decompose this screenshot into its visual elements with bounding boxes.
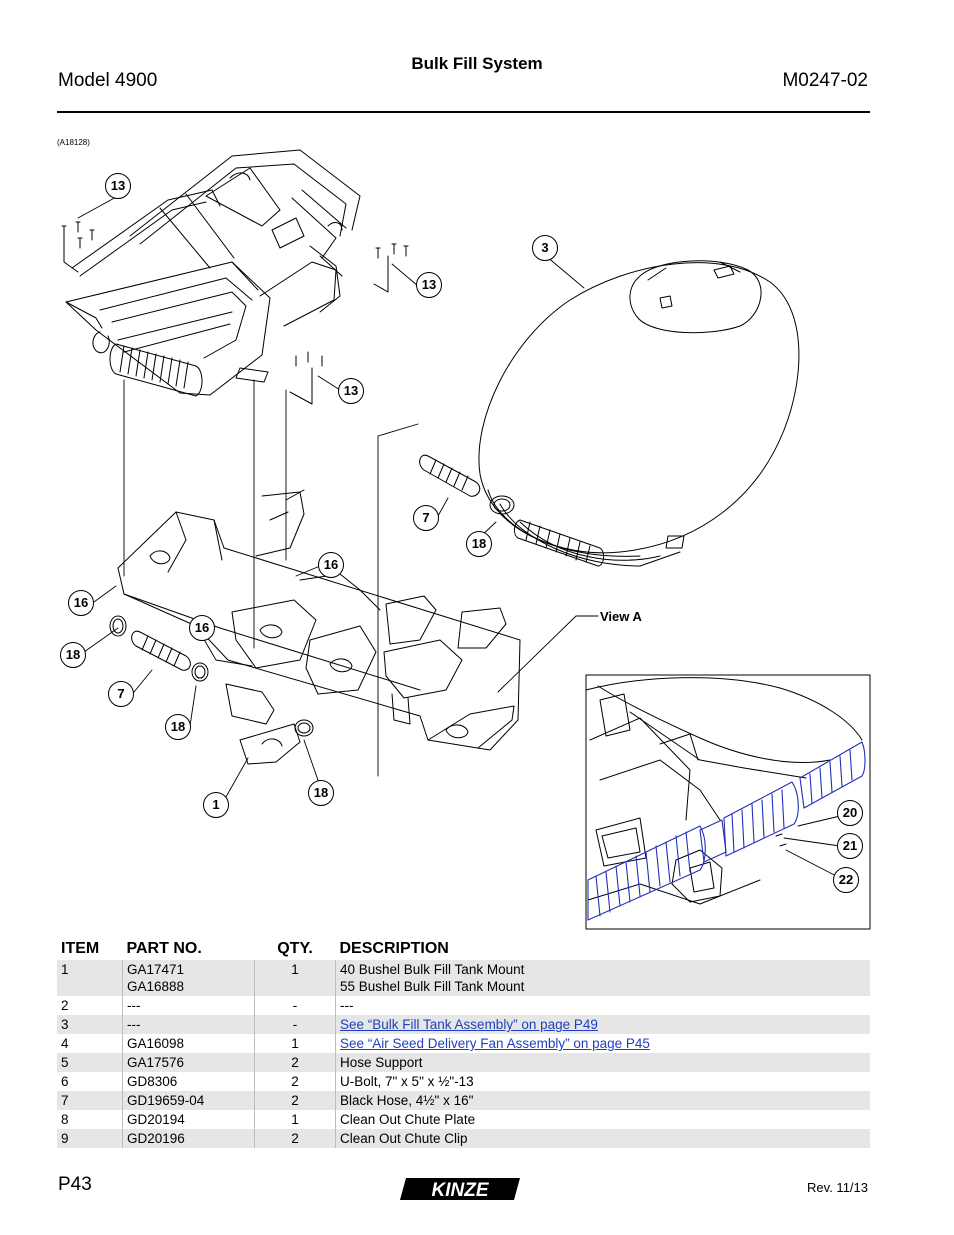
page-title: Bulk Fill System xyxy=(411,54,543,73)
cell-part: GD8306 xyxy=(122,1072,255,1091)
cell-description: See “Bulk Fill Tank Assembly” on page P4… xyxy=(335,1015,870,1034)
model-label: Model 4900 xyxy=(58,70,158,91)
cell-item: 4 xyxy=(61,1036,69,1051)
callout-13-b: 13 xyxy=(416,272,442,298)
callout-3: 3 xyxy=(532,235,558,261)
callout-16-a: 16 xyxy=(318,552,344,578)
leader-lines xyxy=(77,195,841,879)
table-row: 6 GD8306 2 U-Bolt, 7" x 5" x ½"-13 xyxy=(57,1072,870,1091)
cell-part: GD20196 xyxy=(122,1129,255,1148)
lower-frame-assembly xyxy=(117,489,521,765)
callout-16-c: 16 xyxy=(189,615,215,641)
cell-part: GA16098 xyxy=(122,1034,255,1053)
hose-upper xyxy=(419,454,515,515)
table-row: 4 GA16098 1 See “Air Seed Delivery Fan A… xyxy=(57,1034,870,1053)
col-header-description: DESCRIPTION xyxy=(339,940,449,957)
table-header-row: ITEM PART NO. QTY. DESCRIPTION xyxy=(57,937,870,960)
cell-part: --- xyxy=(122,996,255,1015)
table-row: 5 GA17576 2 Hose Support xyxy=(57,1053,870,1072)
cell-description: U-Bolt, 7" x 5" x ½"-13 xyxy=(335,1072,870,1091)
table-row: 2 --- - --- xyxy=(57,996,870,1015)
cell-description: Clean Out Chute Plate xyxy=(335,1110,870,1129)
cell-qty: 1 xyxy=(254,1034,336,1053)
callout-18-a: 18 xyxy=(466,531,492,557)
callout-13-a: 13 xyxy=(105,173,131,199)
link-air-seed-delivery-fan-assembly[interactable]: See “Air Seed Delivery Fan Assembly” on … xyxy=(340,1036,650,1051)
cell-qty: 2 xyxy=(254,1129,336,1148)
cell-qty: 2 xyxy=(254,1072,336,1091)
header-rule xyxy=(57,111,870,113)
table-row: 1 GA17471 GA16888 1 40 Bushel Bulk Fill … xyxy=(57,960,870,996)
bulk-fill-tank xyxy=(478,260,800,567)
callout-21: 21 xyxy=(837,833,863,859)
kinze-logo: KINZE xyxy=(400,1178,520,1201)
exploded-view-diagram xyxy=(61,149,871,930)
cell-item: 2 xyxy=(61,998,69,1013)
bolt-group xyxy=(61,221,409,405)
view-a-detail xyxy=(585,674,871,930)
callout-18-d: 18 xyxy=(308,780,334,806)
page-number: P43 xyxy=(58,1174,92,1195)
cell-qty: 1 xyxy=(254,960,336,996)
table-row: 7 GD19659-04 2 Black Hose, 4½" x 16" xyxy=(57,1091,870,1110)
parts-table: ITEM PART NO. QTY. DESCRIPTION 1 GA17471… xyxy=(57,937,870,1148)
callout-1: 1 xyxy=(203,792,229,818)
cell-part: GA17471 GA16888 xyxy=(122,960,255,996)
hose-lower xyxy=(109,615,314,737)
col-header-qty: QTY. xyxy=(277,940,313,957)
cell-item: 9 xyxy=(57,1129,123,1148)
cell-part: GD19659-04 xyxy=(122,1091,255,1110)
cell-qty: 2 xyxy=(254,1053,336,1072)
kinze-logo-text: KINZE xyxy=(432,1180,490,1201)
cell-part: GA17576 xyxy=(122,1053,255,1072)
upper-frame-assembly xyxy=(65,149,361,397)
callout-18-c: 18 xyxy=(165,714,191,740)
cell-description: Clean Out Chute Clip xyxy=(335,1129,870,1148)
cell-item: 6 xyxy=(61,1074,69,1089)
cell-description: --- xyxy=(335,996,870,1015)
callout-22: 22 xyxy=(833,867,859,893)
document-number: M0247-02 xyxy=(782,70,868,91)
callout-20: 20 xyxy=(837,800,863,826)
view-a-hoses xyxy=(587,741,866,921)
cell-item: 7 xyxy=(57,1091,123,1110)
cell-item: 3 xyxy=(57,1015,123,1034)
link-bulk-fill-tank-assembly[interactable]: See “Bulk Fill Tank Assembly” on page P4… xyxy=(340,1017,598,1032)
table-row: 9 GD20196 2 Clean Out Chute Clip xyxy=(57,1129,870,1148)
cell-qty: - xyxy=(254,996,336,1015)
col-header-item: ITEM xyxy=(61,940,100,957)
cell-qty: 1 xyxy=(254,1110,336,1129)
cell-part: GD20194 xyxy=(122,1110,255,1129)
cell-item: 1 xyxy=(57,960,123,996)
callout-16-b: 16 xyxy=(68,590,94,616)
cell-description: See “Air Seed Delivery Fan Assembly” on … xyxy=(335,1034,870,1053)
table-row: 8 GD20194 1 Clean Out Chute Plate xyxy=(57,1110,870,1129)
cell-description: Black Hose, 4½" x 16" xyxy=(335,1091,870,1110)
col-header-part-no: PART NO. xyxy=(126,940,202,957)
cell-description: Hose Support xyxy=(335,1053,870,1072)
callout-7-b: 7 xyxy=(108,681,134,707)
cell-qty: - xyxy=(254,1015,336,1034)
callout-13-c: 13 xyxy=(338,378,364,404)
cell-description: 40 Bushel Bulk Fill Tank Mount 55 Bushel… xyxy=(335,960,870,996)
cell-part: --- xyxy=(122,1015,255,1034)
revision-label: Rev. 11/13 xyxy=(807,1180,868,1195)
cell-item: 8 xyxy=(61,1112,69,1127)
callout-18-b: 18 xyxy=(60,642,86,668)
callout-7-a: 7 xyxy=(413,505,439,531)
cell-qty: 2 xyxy=(254,1091,336,1110)
view-a-label: View A xyxy=(600,609,642,624)
table-row: 3 --- - See “Bulk Fill Tank Assembly” on… xyxy=(57,1015,870,1034)
cell-item: 5 xyxy=(57,1053,123,1072)
figure-id: (A18128) xyxy=(57,138,90,147)
